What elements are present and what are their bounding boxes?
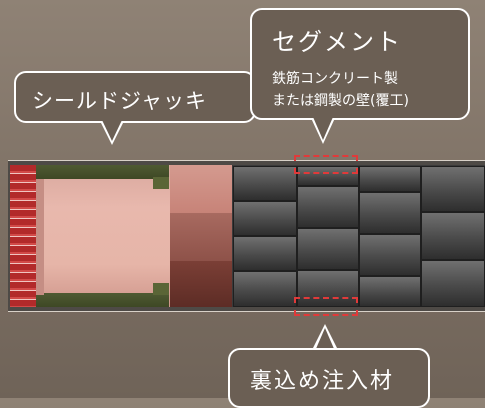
- callout-shield-jack: シールドジャッキ: [14, 71, 256, 123]
- segment-block: [233, 271, 297, 307]
- segment-block: [359, 234, 421, 276]
- callout-backfill: 裏込め注入材: [228, 348, 430, 408]
- callout-tail-fill: [313, 117, 333, 140]
- segment-desc-line2: または鋼製の壁(覆工): [272, 93, 409, 109]
- segment-block: [297, 186, 359, 228]
- segment-block: [297, 270, 359, 307]
- segment-block: [233, 201, 297, 236]
- jack-cylinder-middle: [170, 213, 232, 261]
- backfill-highlight-bottom: [294, 297, 358, 316]
- shield-jack-top: [36, 165, 169, 179]
- jack-cylinder-bottom: [170, 261, 232, 307]
- segment-block: [233, 166, 297, 201]
- segment-block: [359, 276, 421, 307]
- jack-cylinder-top: [170, 165, 232, 213]
- shield-jack-top-head: [153, 177, 169, 189]
- segment-block: [421, 166, 485, 212]
- backfill-highlight-top: [294, 155, 358, 174]
- shield-inner-rim: [36, 179, 44, 295]
- callout-tail-fill: [102, 120, 122, 141]
- backfill-label: 裏込め注入材: [250, 369, 395, 394]
- segment-block: [297, 228, 359, 270]
- segment-block: [421, 260, 485, 307]
- segment-block: [297, 166, 359, 186]
- callout-tail-fill: [315, 328, 335, 351]
- segment-block: [359, 192, 421, 234]
- segment-desc-line1: 鉄筋コンクリート製: [272, 71, 398, 87]
- shield-jack-bottom-head: [153, 283, 169, 295]
- segment-block: [359, 166, 421, 192]
- callout-segment: セグメント 鉄筋コンクリート製 または鋼製の壁(覆工): [250, 8, 470, 120]
- cutter-ribs: [10, 165, 36, 307]
- shield-jack-bottom: [36, 293, 169, 307]
- shield-jack-label: シールドジャッキ: [32, 89, 207, 113]
- segment-title: セグメント: [272, 28, 402, 56]
- segment-block: [421, 212, 485, 260]
- segment-block: [233, 236, 297, 271]
